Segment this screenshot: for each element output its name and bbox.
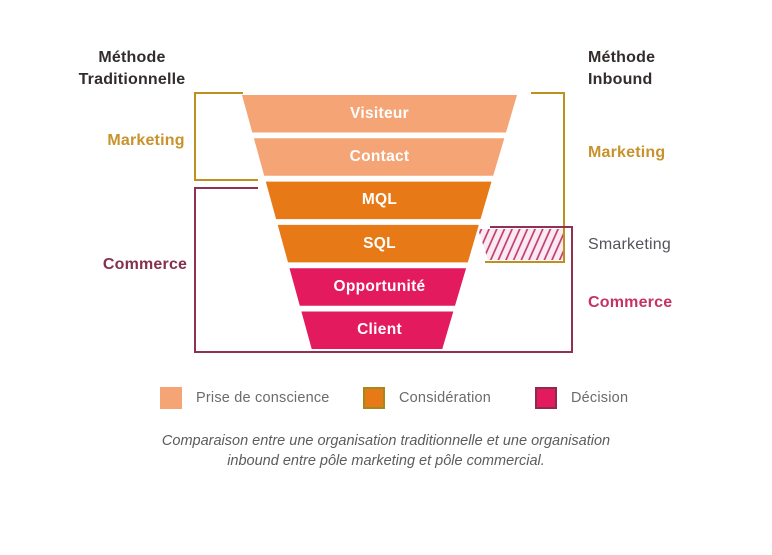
smarketing-overlap-hatch xyxy=(478,229,563,260)
legend-label-awareness: Prise de conscience xyxy=(196,390,330,406)
legend-item-awareness: Prise de conscience xyxy=(160,387,330,409)
left-commerce-label: Commerce xyxy=(102,256,188,273)
funnel-segment-sql xyxy=(277,224,479,263)
right-marketing-label: Marketing xyxy=(588,144,666,161)
right-method-title: Méthode Inbound xyxy=(588,49,656,88)
right-commerce-label: Commerce xyxy=(588,294,673,311)
funnel-stage-label-sql: SQL xyxy=(363,235,396,252)
funnel-stage-label-opportunite: Opportunité xyxy=(333,278,426,295)
funnel-segment-mql xyxy=(265,181,492,220)
right-smarketing-label: Smarketing xyxy=(588,236,671,253)
funnel-stage-label-client: Client xyxy=(357,321,402,338)
funnel-segments xyxy=(242,95,517,349)
legend-swatch-awareness xyxy=(160,387,182,409)
funnel-segment-client xyxy=(301,311,454,349)
legend-item-consideration: Considération xyxy=(363,387,491,409)
funnel-stage-label-contact: Contact xyxy=(349,148,410,165)
legend-label-consideration: Considération xyxy=(399,390,492,406)
funnel-stage-label-visiteur: Visiteur xyxy=(350,105,409,122)
left-method-title: Méthode Traditionnelle xyxy=(78,49,186,88)
funnel-segment-visiteur xyxy=(242,95,517,133)
caption: Comparaison entre une organisation tradi… xyxy=(161,433,611,470)
smarketing-overlap-area xyxy=(478,229,563,260)
funnel-stage-label-mql: MQL xyxy=(361,191,398,208)
legend-swatch-decision xyxy=(535,387,557,409)
left-marketing-bracket xyxy=(194,92,258,181)
left-marketing-label: Marketing xyxy=(107,132,185,149)
right-marketing-bracket xyxy=(485,92,565,263)
legend-label-decision: Décision xyxy=(571,390,629,406)
commerce-bracket xyxy=(194,187,573,353)
legend-swatch-consideration xyxy=(363,387,385,409)
funnel-segment-opportunité xyxy=(289,268,467,306)
legend-item-decision: Décision xyxy=(535,387,628,409)
brackets xyxy=(194,92,573,353)
funnel-segment-contact xyxy=(253,138,505,176)
